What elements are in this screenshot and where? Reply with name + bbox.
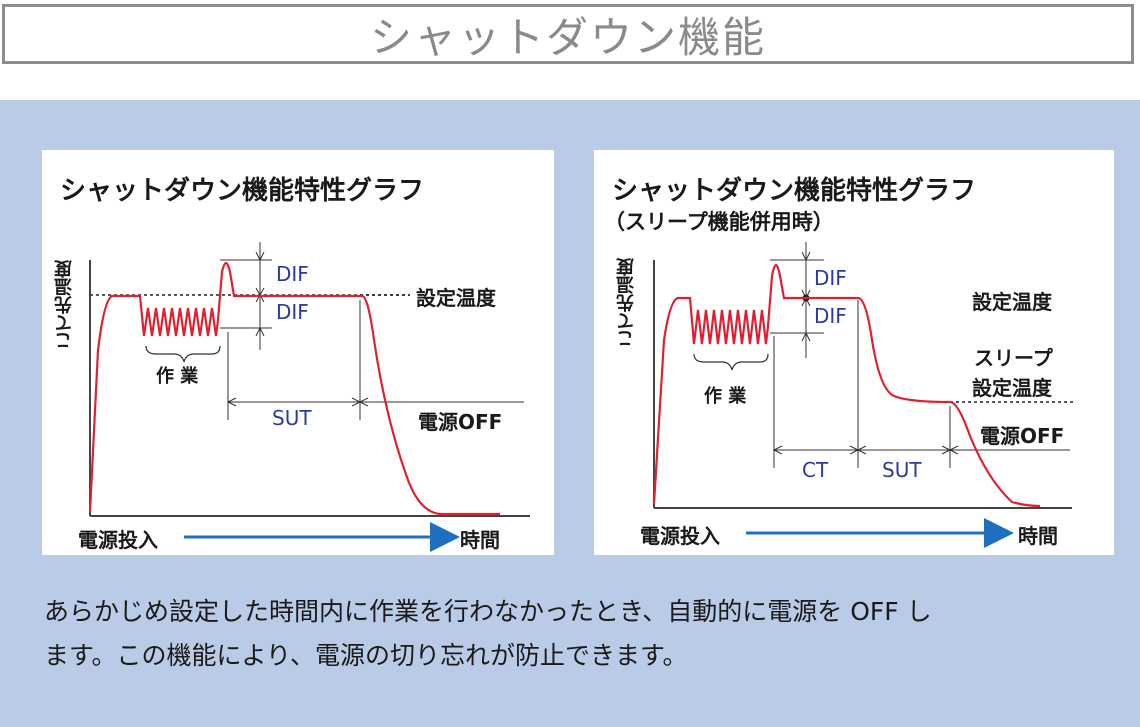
page-title: シャットダウン機能: [2, 4, 1134, 64]
y-axis-label-main: 温度: [54, 260, 75, 296]
power-off-label: 電源OFF: [980, 424, 1065, 448]
y-axis-label-main: 温度: [616, 258, 637, 294]
y-axis-label: こて先温度: [52, 260, 80, 350]
x-axis-start-label: 電源投入: [78, 528, 158, 552]
graph-title: シャットダウン機能特性グラフ: [612, 176, 977, 206]
work-label: 作 業: [704, 386, 747, 407]
set-temp-label: 設定温度: [972, 290, 1052, 314]
dif-upper-label: DIF: [276, 262, 309, 286]
temperature-curve: [88, 261, 500, 516]
x-axis-end-label: 時間: [460, 528, 500, 552]
x-axis-end-label: 時間: [1018, 524, 1058, 548]
temperature-curve: [652, 263, 1041, 508]
dif-lower-label: DIF: [814, 304, 847, 328]
shutdown-graph: [88, 242, 530, 552]
graph-card-shutdown-sleep: シャットダウン機能特性グラフ （スリープ機能併用時） こて先温度 DIF DIF…: [594, 150, 1114, 555]
y-axis-label: こて先温度: [614, 258, 642, 348]
shutdown-sleep-graph: [652, 242, 1074, 548]
description-line1: あらかじめ設定した時間内に作業を行わなかったとき、自動的に電源を OFF し: [44, 597, 932, 626]
sleep-label-line2: 設定温度: [972, 376, 1052, 400]
work-brace: [693, 353, 769, 371]
graph-title: シャットダウン機能特性グラフ: [60, 176, 425, 206]
sut-label: SUT: [882, 458, 922, 482]
dif-upper-label: DIF: [814, 266, 847, 290]
y-axis-label-small: こて先: [54, 296, 75, 350]
work-label: 作 業: [156, 366, 199, 387]
sut-label: SUT: [272, 406, 312, 430]
graph-subtitle: （スリープ機能併用時）: [604, 210, 834, 234]
ct-label: CT: [802, 458, 829, 482]
graph-card-shutdown: シャットダウン機能特性グラフ こて先温度 DIF DIF 設定温度 作 業 SU…: [42, 150, 554, 555]
dif-lower-label: DIF: [276, 300, 309, 324]
description-line2: ます。この機能により、電源の切り忘れが防止できます。: [44, 641, 688, 670]
sleep-label-line1: スリープ: [974, 346, 1053, 370]
set-temp-label: 設定温度: [416, 286, 496, 310]
description: あらかじめ設定した時間内に作業を行わなかったとき、自動的に電源を OFF し ま…: [44, 590, 1124, 678]
work-brace: [145, 345, 221, 363]
y-axis-label-small: こて先: [616, 294, 637, 348]
power-off-label: 電源OFF: [418, 410, 503, 434]
x-axis-start-label: 電源投入: [640, 524, 720, 548]
